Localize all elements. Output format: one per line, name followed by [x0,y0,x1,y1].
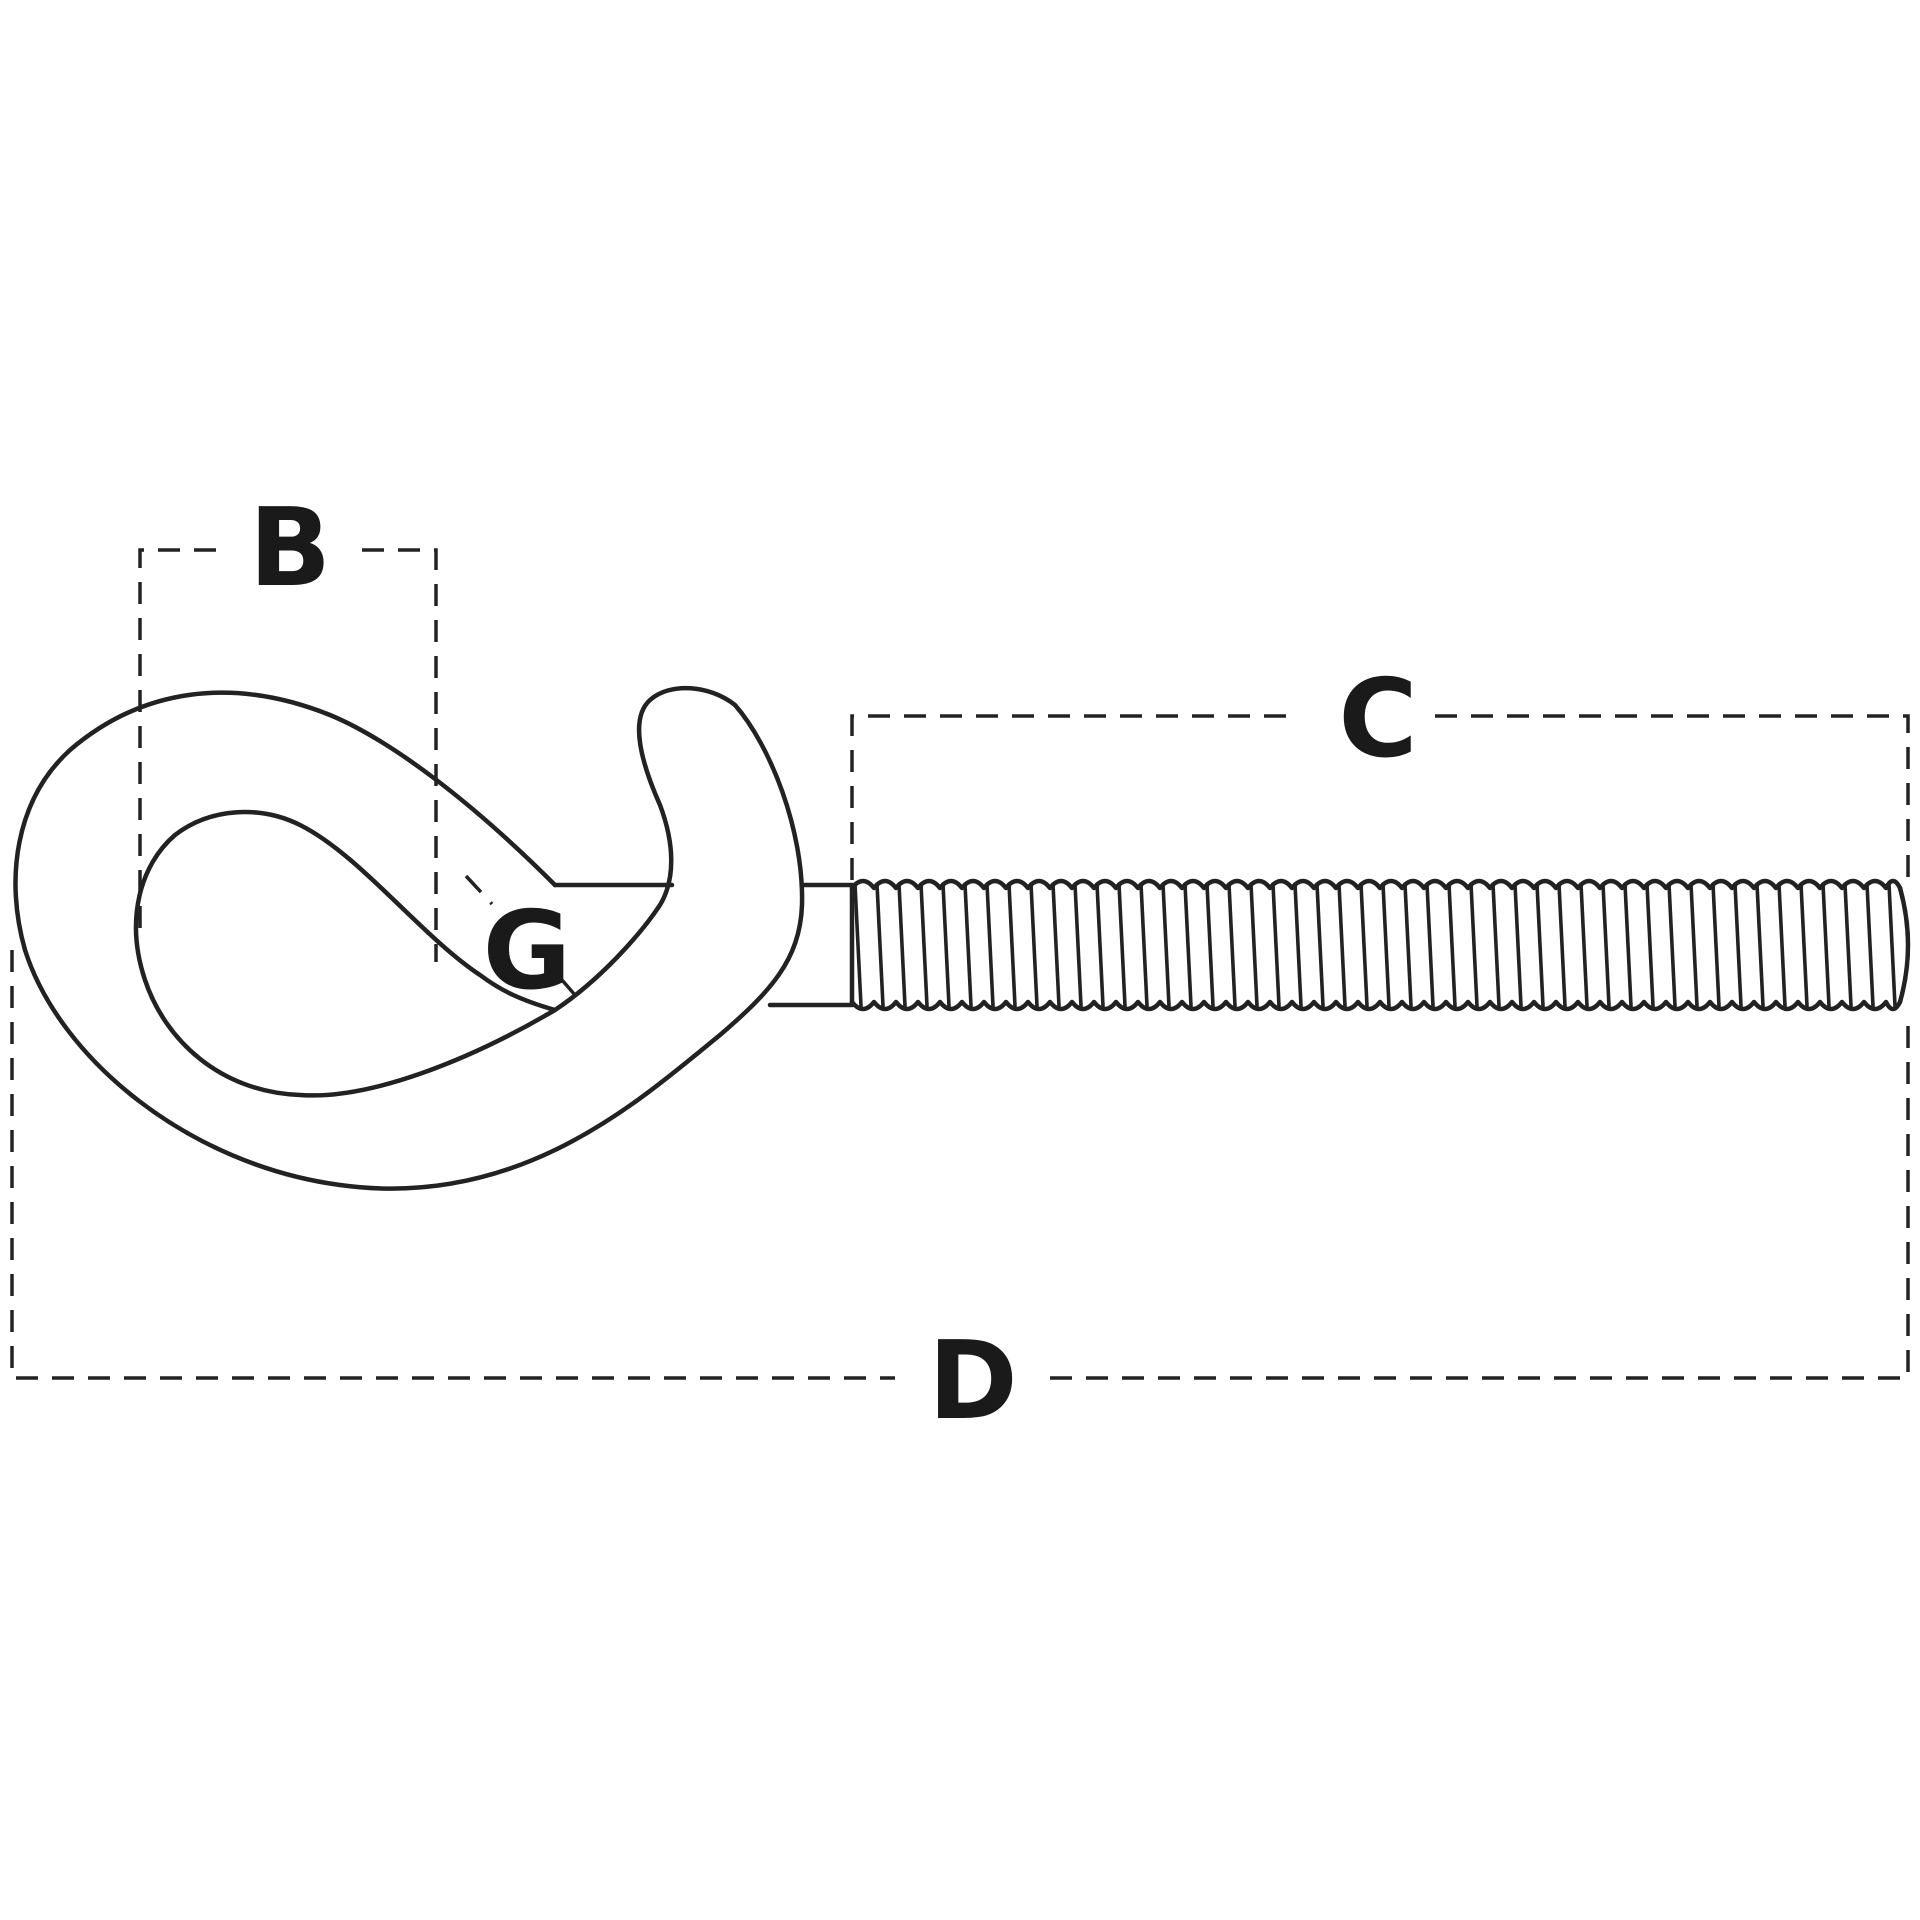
thread-line [1249,882,1259,1008]
thread-line [1469,882,1479,1008]
thread-line [1799,882,1809,1008]
thread-line [1711,882,1721,1008]
thread-line [1227,882,1237,1008]
thread-line [1491,882,1501,1008]
dimension-g-line [464,874,494,906]
threaded-rod [849,878,1911,1012]
rod-end-cap [1897,885,1911,1005]
dimension-b-line-left [138,548,228,928]
hook-inner-eye-outline [133,809,558,1098]
thread-line [963,882,973,1008]
thread-line [1073,882,1083,1008]
thread-line [1667,882,1677,1008]
dimension-d-line-left [10,950,895,1380]
thread-line [897,882,907,1008]
thread-line [1645,882,1655,1008]
dimension-c-line-right [1435,714,1910,880]
thread-line [941,882,951,1008]
thread-line [1007,882,1017,1008]
thread-line [1843,882,1853,1008]
thread-line [1337,882,1347,1008]
dimension-d-label: D [928,1319,1018,1444]
thread-line [1579,882,1589,1008]
thread-line [1183,882,1193,1008]
thread-line [1095,882,1105,1008]
thread-line [1513,882,1523,1008]
thread-line [1733,882,1743,1008]
thread-line [1051,882,1061,1008]
thread-line [1557,882,1567,1008]
thread-line [1777,882,1787,1008]
thread-line [1447,882,1457,1008]
thread-line [1535,882,1545,1008]
thread-line [1293,882,1303,1008]
thread-line [1271,882,1281,1008]
hook-outer-outline [13,685,805,1191]
thread-line [1403,882,1413,1008]
thread-bottom-crest [849,999,1903,1012]
thread-line [1117,882,1127,1008]
dimension-g-label: G [483,889,572,1014]
thread-line [1425,882,1435,1008]
thread-line [1601,882,1611,1008]
thread-line [1315,882,1325,1008]
thread-line [1887,882,1897,1008]
thread-line [1623,882,1633,1008]
thread-line [1139,882,1149,1008]
thread-line [919,882,929,1008]
thread-line [1161,882,1171,1008]
thread-line [1689,882,1699,1008]
dimension-g-line-lower [560,978,577,997]
thread-line [1381,882,1391,1008]
dimension-b-label: B [249,486,331,611]
thread-line [1029,882,1039,1008]
thread-line [985,882,995,1008]
thread-line [1865,882,1875,1008]
thread-line [1821,882,1831,1008]
dimension-b-line-right [362,548,438,962]
thread-line [1205,882,1215,1008]
thread-line [1755,882,1765,1008]
thread-line [1359,882,1369,1008]
dimension-d-line-right [1050,1015,1910,1380]
thread-line [853,882,863,1008]
dimension-c-line-left [850,714,1300,880]
dimension-c-label: C [1338,657,1417,782]
thread-line [875,882,885,1008]
thread-top-crest [849,878,1903,891]
